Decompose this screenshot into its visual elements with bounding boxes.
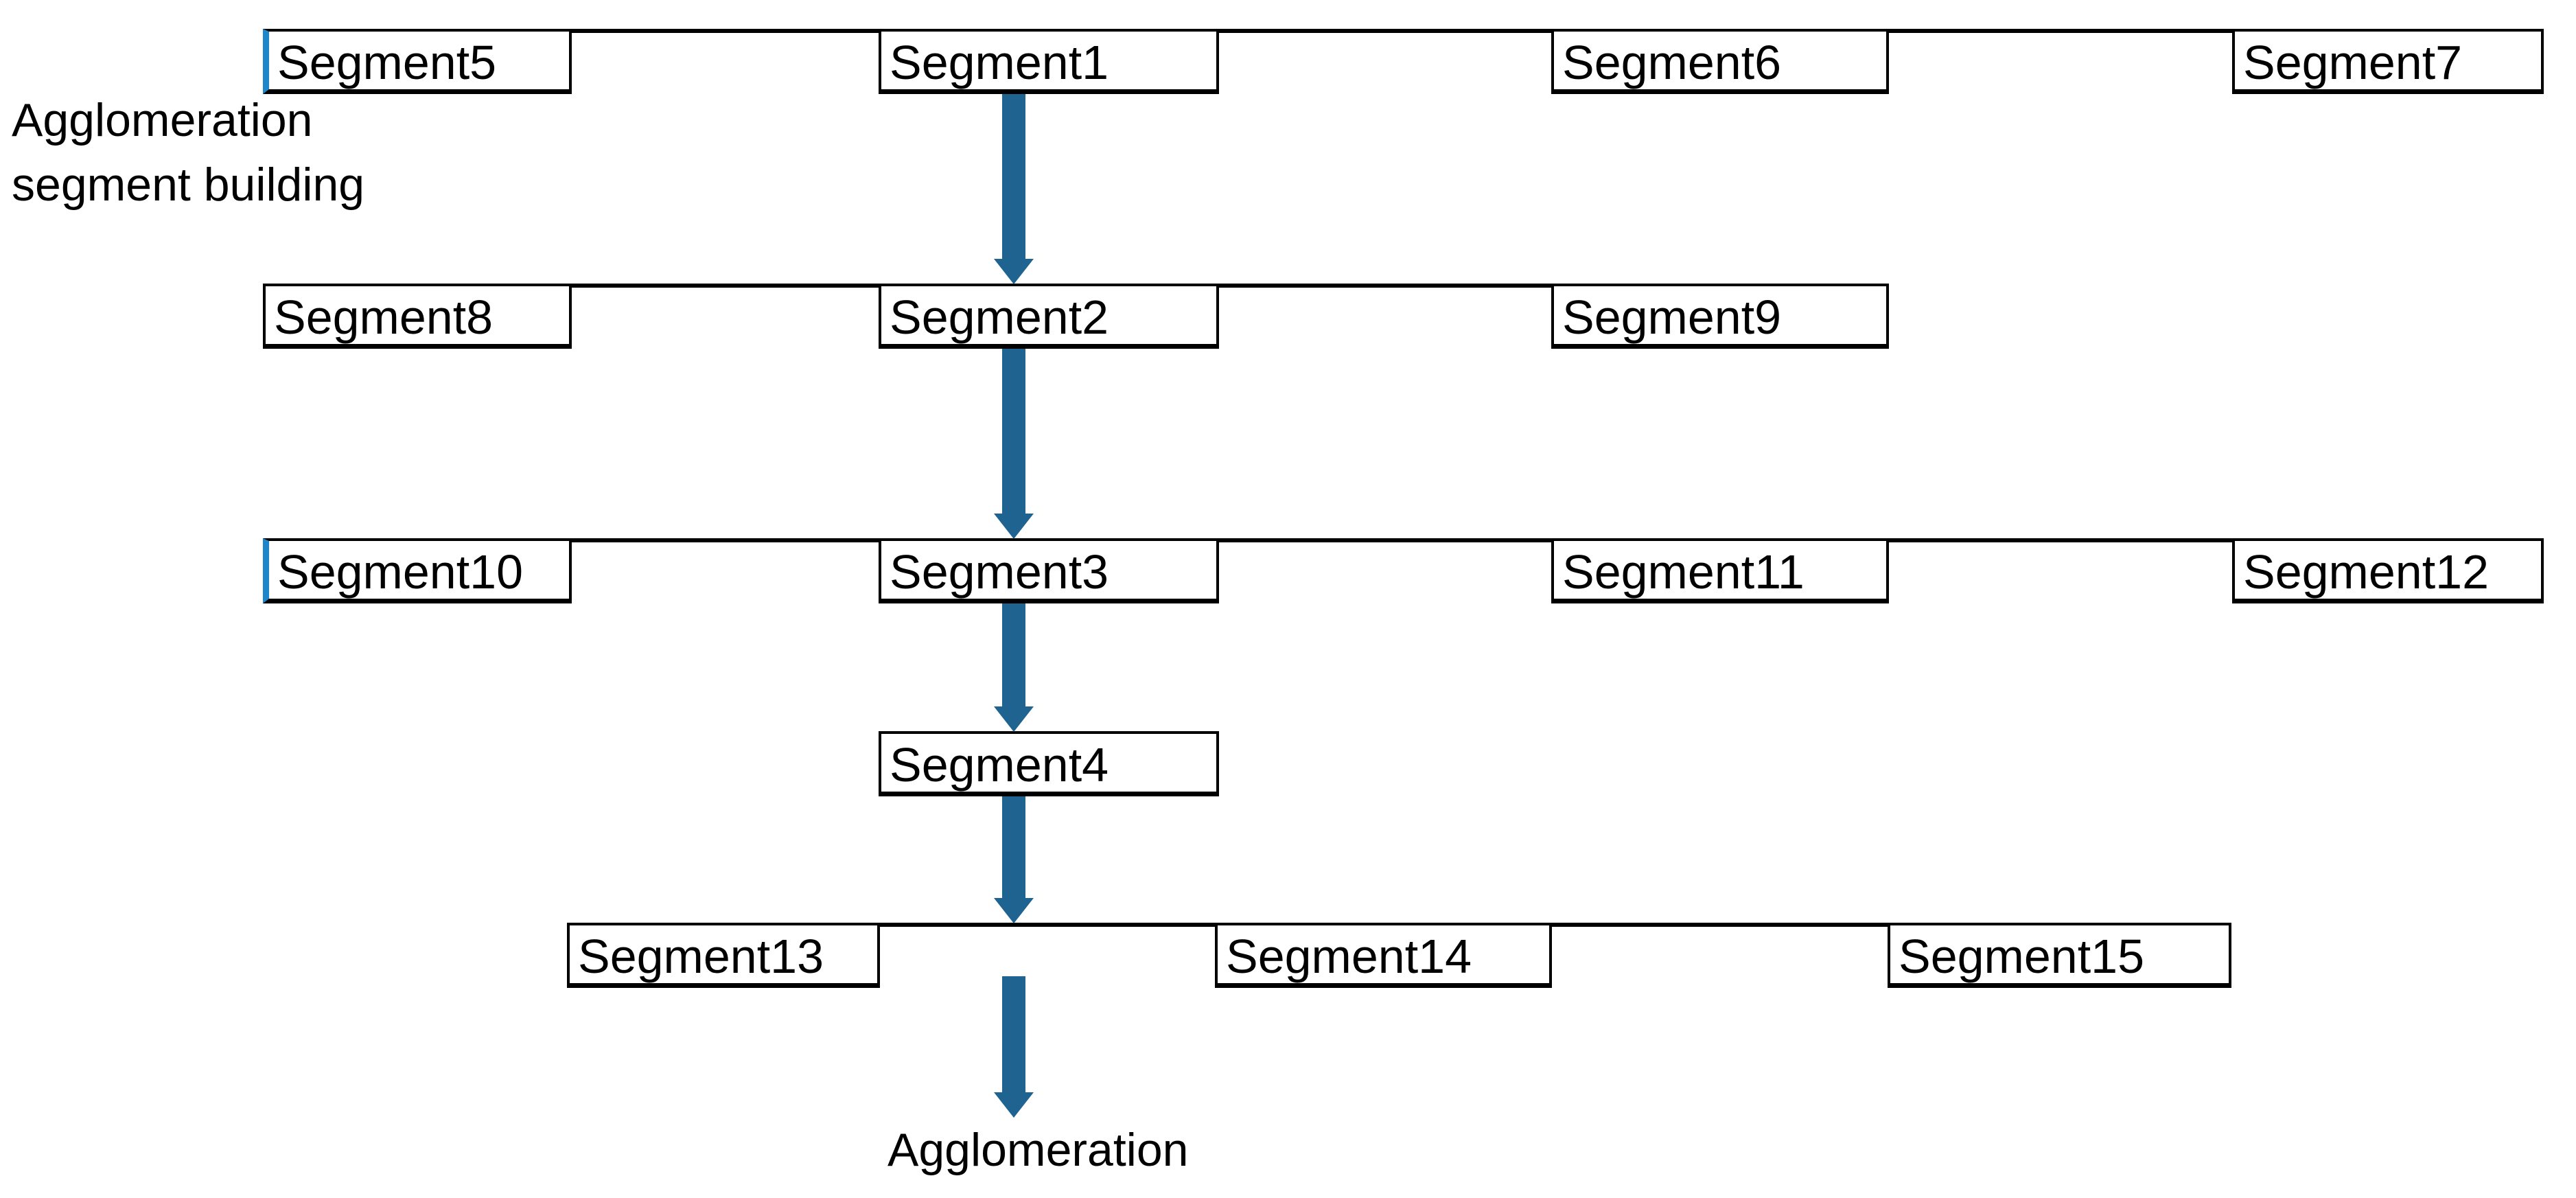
segment-box-segment7: Segment7 xyxy=(2232,29,2544,94)
down-arrow-shaft xyxy=(1002,603,1025,706)
segment-box-segment4: Segment4 xyxy=(879,731,1219,796)
segment-label: Segment1 xyxy=(890,36,1109,89)
down-arrow-head xyxy=(994,514,1034,539)
segment-box-segment15: Segment15 xyxy=(1888,923,2231,988)
segment-label: Segment15 xyxy=(1899,930,2145,983)
segment-label: Segment6 xyxy=(1562,36,1782,89)
segment-box-segment5: Segment5 xyxy=(263,29,572,94)
segment-label: Segment7 xyxy=(2243,36,2463,89)
segment-label: Segment10 xyxy=(277,545,524,599)
segment-box-segment6: Segment6 xyxy=(1551,29,1889,94)
down-arrow-head xyxy=(994,898,1034,923)
process-label: Agglomeration segment building xyxy=(12,88,364,217)
down-arrow-shaft xyxy=(1002,94,1025,259)
down-arrow-shaft xyxy=(1002,796,1025,898)
segment-label: Segment3 xyxy=(890,545,1109,599)
segment-label: Segment9 xyxy=(1562,290,1782,344)
segment-label: Segment14 xyxy=(1226,930,1472,983)
segment-label: Segment2 xyxy=(890,290,1109,344)
segment-line-row1 xyxy=(264,29,2544,33)
segment-box-segment2: Segment2 xyxy=(879,284,1219,349)
down-arrow-head xyxy=(994,259,1034,284)
segment-box-segment8: Segment8 xyxy=(263,284,572,349)
segment-box-segment11: Segment11 xyxy=(1551,538,1889,603)
segment-box-segment9: Segment9 xyxy=(1551,284,1889,349)
segment-label: Segment12 xyxy=(2243,545,2490,599)
segment-box-segment12: Segment12 xyxy=(2232,538,2544,603)
segment-box-segment14: Segment14 xyxy=(1215,923,1552,988)
process-label-line2: segment building xyxy=(12,159,365,211)
segment-line-row3 xyxy=(264,538,2544,542)
segment-box-segment1: Segment1 xyxy=(879,29,1219,94)
segment-box-segment10: Segment10 xyxy=(263,538,572,603)
segment-label: Segment8 xyxy=(274,290,494,344)
segment-box-segment3: Segment3 xyxy=(879,538,1219,603)
down-arrow-shaft xyxy=(1002,976,1025,1092)
segment-label: Segment13 xyxy=(578,930,824,983)
agglomeration-result-label: Agglomeration xyxy=(887,1124,1189,1176)
segment-box-segment13: Segment13 xyxy=(567,923,880,988)
segment-label: Segment4 xyxy=(890,738,1109,792)
down-arrow-shaft xyxy=(1002,349,1025,514)
down-arrow-head xyxy=(994,1092,1034,1118)
process-label-line1: Agglomeration xyxy=(12,94,313,146)
segment-label: Segment5 xyxy=(277,36,497,89)
down-arrow-head xyxy=(994,706,1034,732)
segment-label: Segment11 xyxy=(1562,545,1805,599)
